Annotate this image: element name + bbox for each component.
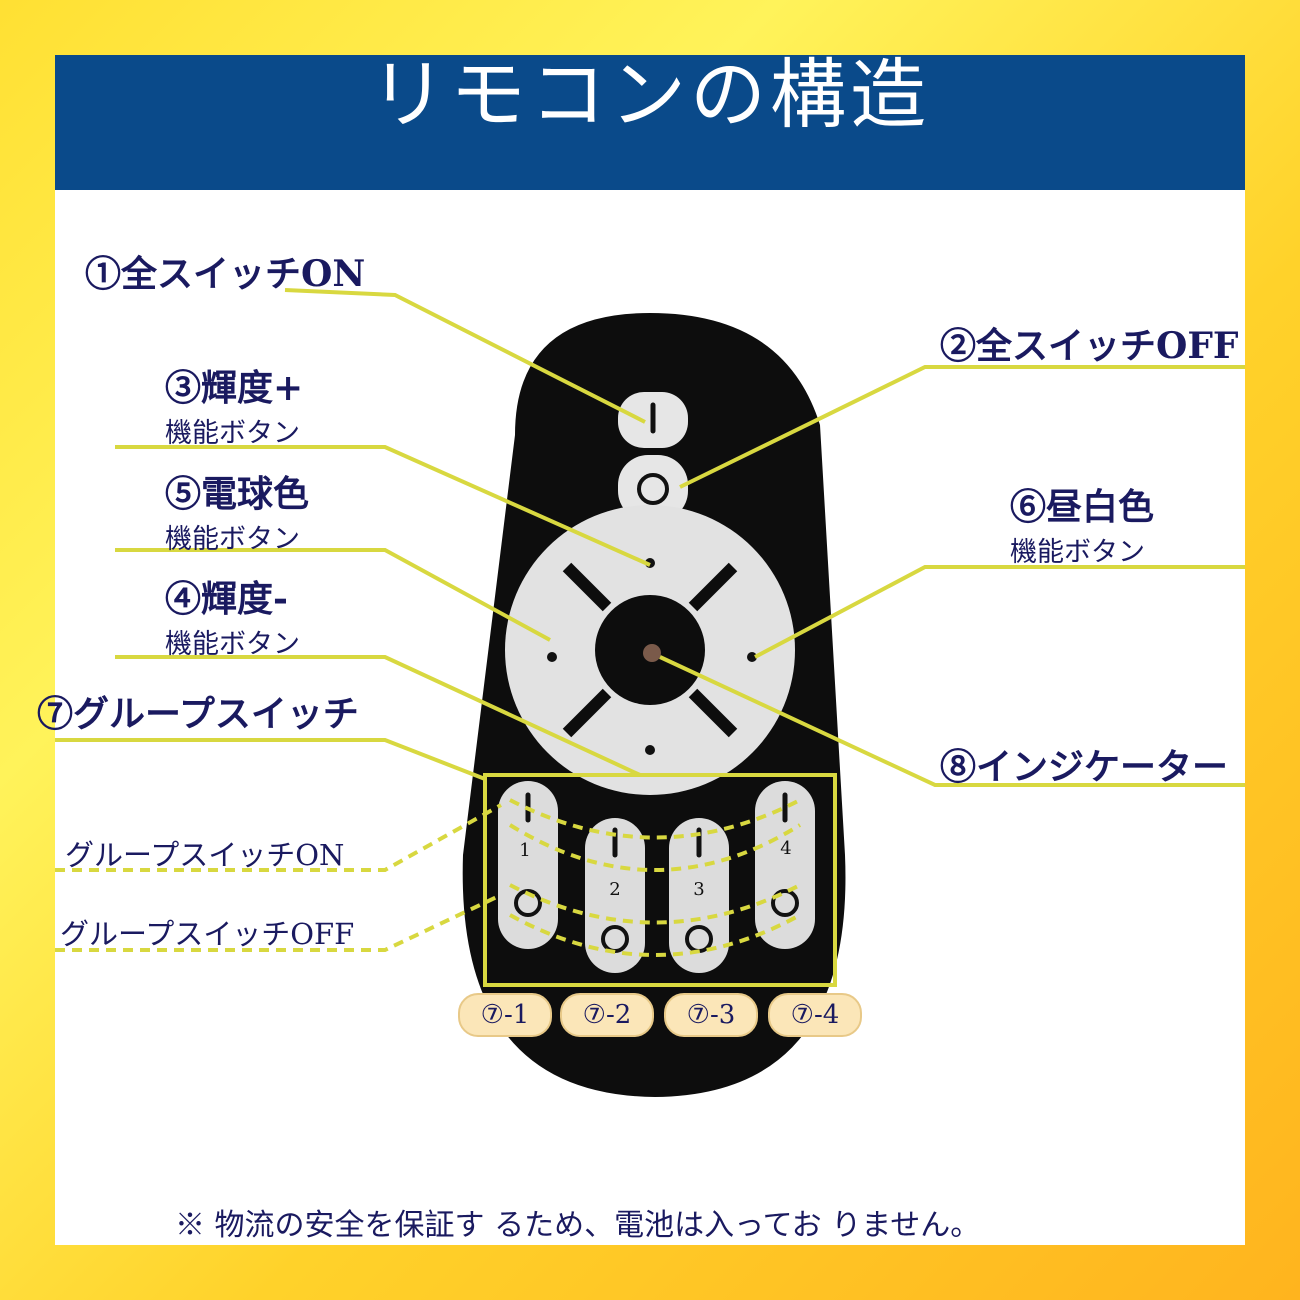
daylight-leader (754, 565, 1245, 659)
group-on-label: グループスイッチON (65, 838, 345, 872)
all-off-button (618, 455, 688, 521)
callout-indicator-label: ⑧インジケーター (940, 746, 1229, 788)
dpad-down-dot (645, 745, 655, 755)
callout-all-on-label: ①全スイッチON (85, 253, 366, 295)
bright-minus-leader (115, 655, 641, 777)
group-2-button (585, 818, 645, 973)
callout-bright-plus-label: ③輝度+ (165, 367, 304, 409)
callout-group-switch-label: ⑦グループスイッチ (37, 693, 359, 735)
content-panel: リモコンの構造 (37, 55, 1245, 1245)
all-off-leader (679, 365, 1245, 489)
indicator-light (643, 644, 661, 662)
callout-all-off-label: ②全スイッチOFF (940, 325, 1239, 367)
all-on-leader (284, 288, 646, 424)
callout-daylight-sub: 機能ボタン (1010, 537, 1145, 568)
group-switch-leader (55, 738, 486, 781)
group-off-leader (55, 893, 502, 952)
callout-daylight: ⑥昼白色 機能ボタン (1010, 478, 1154, 569)
callout-bright-minus-label: ④輝度- (165, 578, 288, 620)
group-buttons: 1 2 3 4 (498, 781, 815, 973)
group-number-3: 3 (693, 879, 704, 900)
page-title: リモコンの構造 (370, 50, 930, 139)
callout-warm-label: ⑤電球色 (165, 473, 310, 515)
callout-warm-sub: 機能ボタン (165, 524, 300, 555)
bright-plus-leader (115, 445, 651, 567)
callout-bright-plus: ③輝度+ 機能ボタン (165, 359, 303, 450)
group-highlight-box (483, 773, 837, 987)
group-3-button (669, 818, 729, 973)
indicator-leader (659, 655, 1245, 787)
title-bar: リモコンの構造 (55, 55, 1245, 190)
warm-leader (115, 548, 551, 642)
badge-group-3: ⑦-3 (664, 993, 758, 1037)
group-1-button (498, 781, 558, 949)
callout-indicator: ⑧インジケーター (940, 738, 1228, 790)
group-number-2: 2 (609, 879, 620, 900)
callout-group-switch: ⑦グループスイッチ (37, 685, 359, 737)
remote-diagram: 1 2 3 4 (55, 288, 1245, 1097)
callout-all-off: ②全スイッチOFF (940, 317, 1238, 369)
badge-group-2: ⑦-2 (560, 993, 654, 1037)
group-on-leader (55, 803, 502, 872)
callout-bright-minus: ④輝度- 機能ボタン (165, 570, 300, 661)
callout-daylight-label: ⑥昼白色 (1010, 486, 1155, 528)
group-number-4: 4 (780, 838, 791, 859)
badge-group-1: ⑦-1 (458, 993, 552, 1037)
callout-all-on: ①全スイッチON (85, 245, 365, 297)
callout-bright-plus-sub: 機能ボタン (165, 418, 300, 449)
dpad-right-dot (747, 652, 757, 662)
battery-footnote: ※ 物流の安全を保証す るため、電池は入ってお りません。 (175, 1208, 981, 1243)
badge-group-4: ⑦-4 (768, 993, 862, 1037)
group-number-1: 1 (519, 840, 530, 861)
group-off-label: グループスイッチOFF (60, 917, 355, 951)
dpad (505, 505, 795, 795)
callout-bright-minus-sub: 機能ボタン (165, 629, 300, 660)
group-4-button (755, 781, 815, 949)
callout-warm: ⑤電球色 機能ボタン (165, 465, 309, 556)
dpad-left-dot (547, 652, 557, 662)
